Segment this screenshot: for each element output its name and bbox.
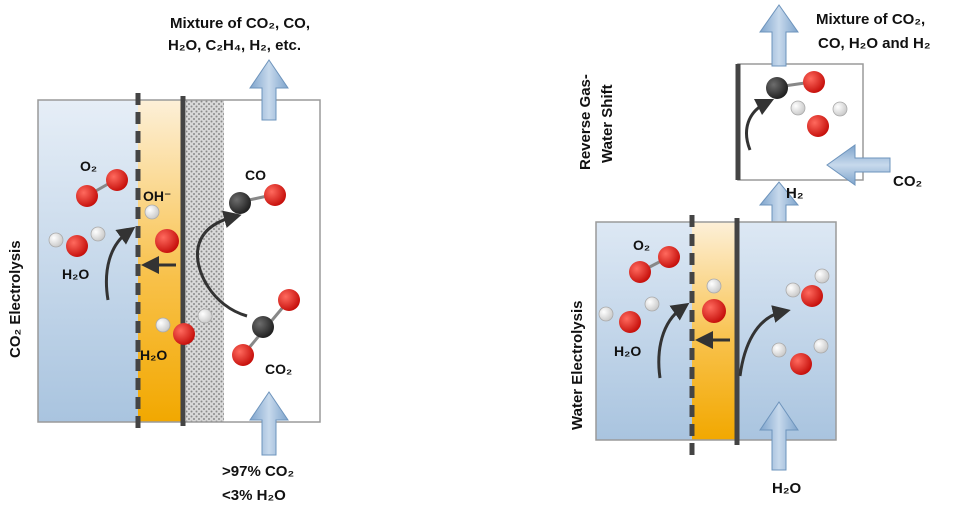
h2o-molecule-rwgs xyxy=(790,100,848,137)
oh-label: OH⁻ xyxy=(143,188,171,204)
cathode-reaction-arrow xyxy=(195,210,248,318)
left-output-arrow xyxy=(249,59,289,121)
left-input-arrow xyxy=(249,391,289,456)
rwgs-label-line2: Water Shift xyxy=(599,84,616,163)
water-input-arrow xyxy=(759,401,799,471)
h2o-molecule-left xyxy=(48,226,106,257)
water-electrolysis-label: Water Electrolysis xyxy=(569,301,586,431)
water-membrane-region xyxy=(692,222,736,440)
right-output-label-line2: CO, H₂O and H₂ xyxy=(818,35,931,52)
co-molecule-right xyxy=(766,71,825,99)
hydroxide-ion-right xyxy=(702,278,726,323)
left-input-label-line1: >97% CO₂ xyxy=(222,463,294,480)
left-output-label-line1: Mixture of CO₂, CO, xyxy=(170,15,310,32)
cell-outline xyxy=(37,99,321,423)
o2-label-right: O₂ xyxy=(633,237,650,253)
water-input-label: H₂O xyxy=(772,480,801,497)
h2o-molecule-right-anode xyxy=(598,296,660,333)
hydroxide-ion xyxy=(144,204,179,253)
water-anode-reaction-arrow xyxy=(657,302,690,379)
h2o-label-mid: H₂O xyxy=(140,347,167,363)
co2-electrolysis-label: CO₂ Electrolysis xyxy=(7,240,24,358)
co2-input-arrow xyxy=(826,144,891,186)
water-cathode-reaction-arrow xyxy=(738,305,791,377)
anode-reaction-arrow xyxy=(104,226,136,301)
co2-input-label: CO₂ xyxy=(893,173,922,190)
h2-link-label: H₂ xyxy=(786,185,804,202)
anode-electrolyte-region xyxy=(38,100,138,422)
water-cathode-region xyxy=(736,222,836,440)
porous-cathode-layer xyxy=(186,100,224,422)
o2-label-left: O₂ xyxy=(80,158,97,174)
h2o-label-left: H₂O xyxy=(62,266,89,282)
right-output-arrow xyxy=(759,4,799,67)
rwgs-reaction-arrow xyxy=(745,98,775,151)
o2-molecule-right xyxy=(629,246,680,283)
left-output-label-line2: H₂O, C₂H₄, H₂, etc. xyxy=(168,37,301,54)
membrane-region xyxy=(138,100,182,422)
co2-label-left: CO₂ xyxy=(265,361,292,377)
water-cell-outline xyxy=(595,221,837,441)
left-input-label-line2: <3% H₂O xyxy=(222,487,286,504)
co2-electrolysis-cell xyxy=(37,93,321,430)
co2-molecule-left xyxy=(232,289,300,366)
h2o-molecule-mid xyxy=(155,308,213,345)
water-electrolysis-cell xyxy=(595,215,837,462)
co-label: CO xyxy=(245,167,266,183)
co-molecule-left xyxy=(229,184,286,214)
h2o-label-right: H₂O xyxy=(614,343,641,359)
gas-channel-region xyxy=(224,100,320,422)
h2o-molecule-cathode-bottom xyxy=(771,338,829,375)
h2o-molecule-cathode-top xyxy=(785,268,830,307)
o2-molecule-left xyxy=(76,169,128,207)
rwgs-label-line1: Reverse Gas- xyxy=(577,74,594,170)
right-output-label-line1: Mixture of CO₂, xyxy=(816,11,925,28)
